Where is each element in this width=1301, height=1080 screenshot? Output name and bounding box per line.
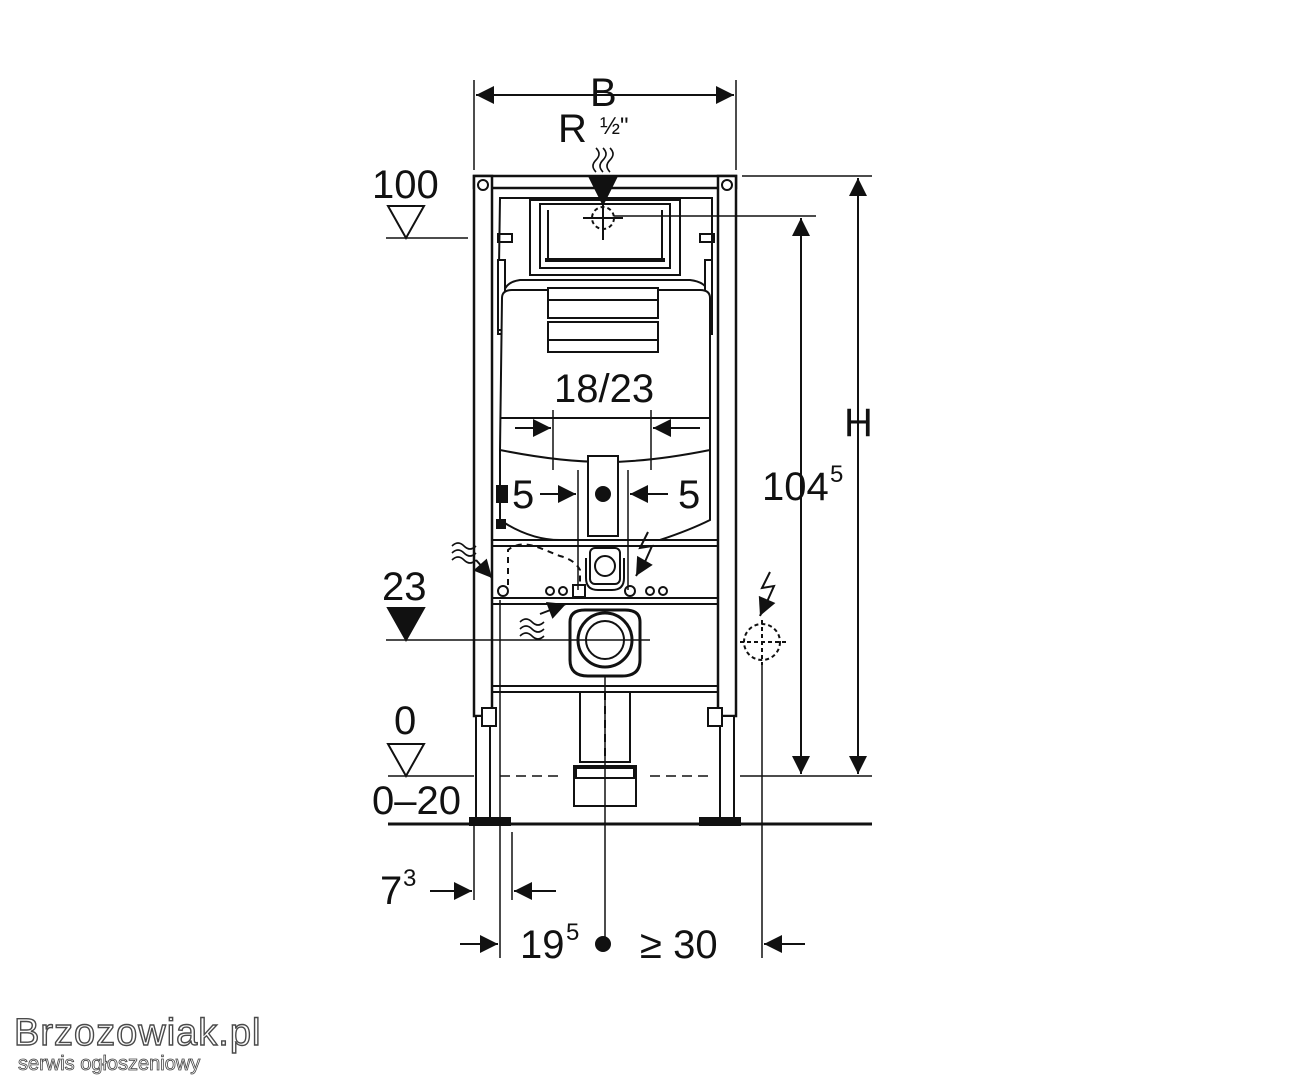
label-frame-height: 104	[762, 465, 829, 509]
label-floor-level: 0	[394, 699, 416, 743]
label-width: B	[590, 71, 617, 115]
level-marker-100	[386, 205, 426, 241]
watermark-tagline: serwis ogłoszeniowy	[18, 1053, 201, 1076]
electric-icon	[635, 531, 654, 577]
label-drain-level: 23	[382, 565, 427, 609]
level-marker-0	[386, 743, 426, 779]
frame-outline	[469, 174, 741, 826]
label-upper-width: 18/23	[554, 367, 654, 411]
label-drain-offset-sup: 5	[566, 919, 579, 946]
watermark: Brzozowiak.pl serwis ogłoszeniowy	[13, 1011, 262, 1076]
dimension-bottom	[460, 600, 805, 958]
lower-connections	[497, 543, 668, 807]
electric-socket	[740, 620, 786, 665]
label-supply-thread: R	[558, 107, 587, 151]
dimension-width	[473, 80, 737, 170]
floor-lines	[386, 237, 872, 826]
water-supply-icon	[588, 147, 618, 207]
label-floor-range: 0–20	[372, 779, 461, 823]
dimension-leg-depth	[430, 826, 556, 900]
label-frame-height-sup: 5	[830, 461, 843, 488]
label-left-offset: 5	[512, 473, 534, 517]
dimension-upper-width	[515, 410, 700, 470]
label-leg-depth-sup: 3	[403, 865, 416, 892]
dimension-height	[742, 175, 872, 774]
label-top-level: 100	[372, 163, 439, 207]
label-height: H	[844, 401, 873, 445]
water-inlet	[583, 200, 816, 240]
label-drain-offset: 19	[520, 923, 565, 967]
water-supply-icon-right	[519, 602, 567, 640]
water-supply-icon-left	[451, 542, 493, 579]
electric-icon-right	[758, 571, 776, 617]
label-min-distance: ≥ 30	[640, 923, 718, 967]
label-supply-fraction: ½"	[600, 113, 629, 140]
label-leg-depth: 7	[380, 869, 402, 913]
watermark-brand: Brzozowiak.pl	[13, 1011, 262, 1054]
dimension-offsets	[540, 470, 668, 590]
label-right-offset: 5	[678, 473, 700, 517]
level-marker-23	[386, 607, 426, 643]
